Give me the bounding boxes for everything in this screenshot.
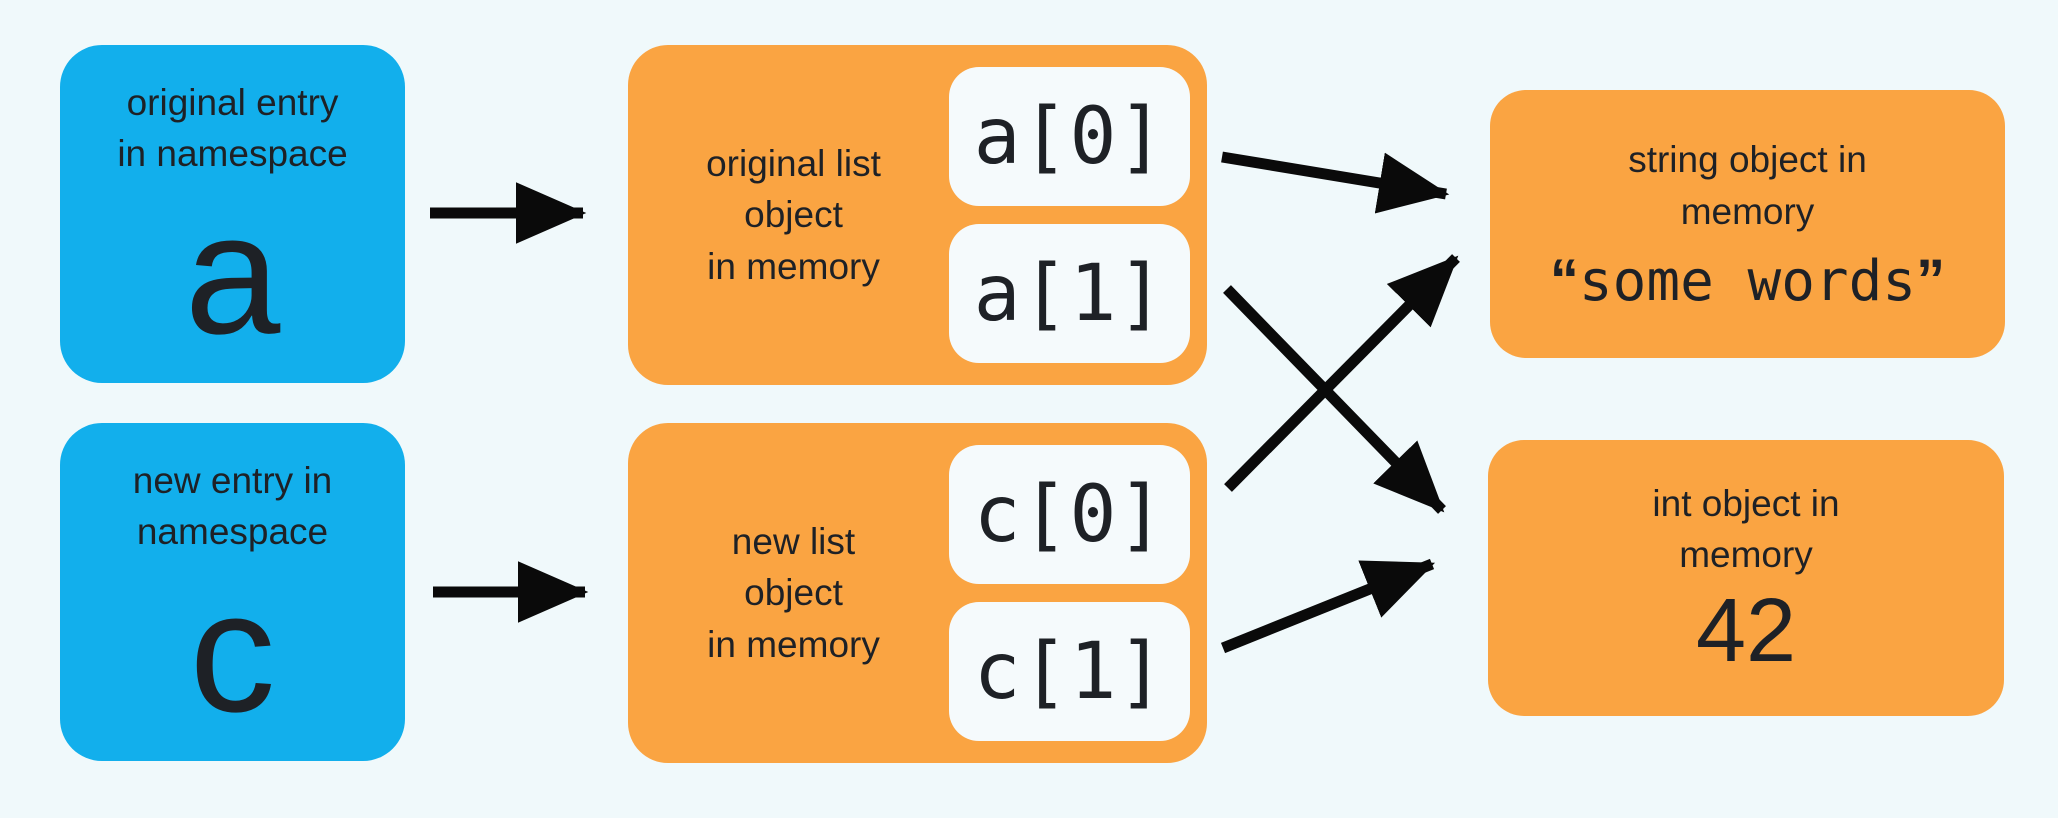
list-a-slots: a[0] a[1] <box>949 67 1190 363</box>
list-a-label: original list object in memory <box>638 138 949 291</box>
namespace-box-c: new entry in namespace c <box>60 423 405 761</box>
list-object-box-a: original list object in memory a[0] a[1] <box>628 45 1207 385</box>
arrow-c1-to-int-object <box>1220 558 1436 654</box>
close-quote: ” <box>1916 247 1946 313</box>
list-c-label: new list object in memory <box>638 516 949 669</box>
int-object-label-line2: memory <box>1679 533 1813 575</box>
namespace-a-label-line2: in namespace <box>117 133 348 175</box>
list-c-label-line1: new list <box>731 521 856 563</box>
list-a-label-line1: original list <box>706 143 881 185</box>
string-object-box: string object in memory “some words” <box>1490 90 2005 358</box>
string-object-label-line1: string object in <box>1628 139 1867 181</box>
open-quote: “ <box>1549 247 1579 313</box>
list-c-label-line3: in memory <box>707 623 880 665</box>
namespace-box-a: original entry in namespace a <box>60 45 405 383</box>
namespace-a-variable: a <box>184 178 281 371</box>
int-object-label-line1: int object in <box>1652 482 1840 524</box>
string-object-label-line2: memory <box>1680 190 1815 232</box>
namespace-c-label-line2: namespace <box>136 511 329 553</box>
arrow-a1-to-int-object <box>1223 285 1446 514</box>
list-a-label-line3: in memory <box>707 245 880 287</box>
namespace-a-label-line1: original entry <box>126 82 339 124</box>
slot-a1: a[1] <box>949 224 1190 363</box>
list-c-slots: c[0] c[1] <box>949 445 1190 741</box>
arrow-a0-to-string-object <box>1221 151 1450 214</box>
list-a-label-line2: object <box>744 194 843 236</box>
string-object-value: “some words” <box>1550 247 1945 314</box>
namespace-c-label-line1: new entry in <box>132 460 333 502</box>
list-object-box-c: new list object in memory c[0] c[1] <box>628 423 1207 763</box>
int-object-value: 42 <box>1695 580 1797 681</box>
list-c-label-line2: object <box>744 572 843 614</box>
slot-c1: c[1] <box>949 602 1190 741</box>
string-value-text: some words <box>1578 248 1917 314</box>
namespace-c-variable: c <box>189 556 276 749</box>
arrow-c0-to-string-object <box>1224 254 1460 492</box>
slot-a0: a[0] <box>949 67 1190 206</box>
int-object-box: int object in memory 42 <box>1488 440 2004 716</box>
slot-c0: c[0] <box>949 445 1190 584</box>
